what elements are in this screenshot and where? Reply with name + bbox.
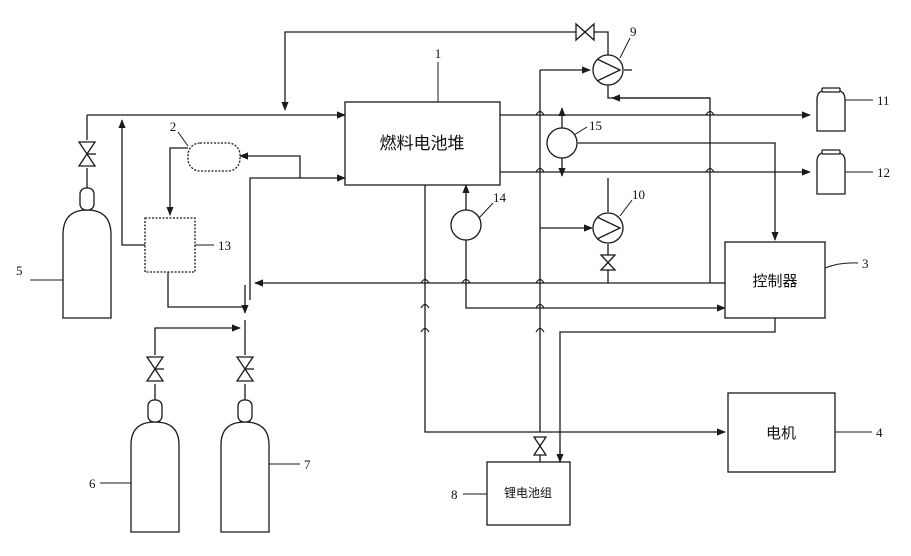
number-2: 2 <box>170 119 177 134</box>
number-3: 3 <box>862 256 869 271</box>
pump-9 <box>593 55 623 85</box>
motor: 电机 <box>728 393 835 472</box>
valve-battery <box>534 437 546 462</box>
controller: 控制器 <box>725 242 825 318</box>
number-5: 5 <box>16 263 23 278</box>
leader-9 <box>620 38 630 58</box>
pump-10 <box>593 213 623 243</box>
sensor-14 <box>451 210 481 240</box>
number-6: 6 <box>89 476 96 491</box>
motor-label: 电机 <box>766 424 796 442</box>
controller-label: 控制器 <box>752 272 797 290</box>
valve-cylinder-7 <box>237 357 254 381</box>
number-15: 15 <box>589 118 602 133</box>
valve-top <box>576 24 594 40</box>
number-12: 12 <box>877 165 890 180</box>
leader-15 <box>574 127 587 135</box>
number-10: 10 <box>632 187 645 202</box>
buffer-tank <box>188 143 240 171</box>
number-14: 14 <box>493 190 507 205</box>
valve-cylinder-5 <box>79 142 96 166</box>
tank-12 <box>817 150 845 194</box>
number-9: 9 <box>630 24 637 39</box>
leader-3 <box>825 263 858 268</box>
tank-11 <box>817 88 845 131</box>
number-4: 4 <box>876 425 883 440</box>
fuel-cell-stack: 燃料电池堆 <box>345 102 500 185</box>
valve-pump-10 <box>601 255 615 270</box>
leader-2 <box>178 132 188 146</box>
battery-pack-label: 锂电池组 <box>504 485 552 500</box>
valve-cylinder-6 <box>147 357 164 381</box>
number-11: 11 <box>877 93 890 108</box>
number-1: 1 <box>435 46 442 61</box>
cylinder-5 <box>63 188 111 318</box>
cylinder-6 <box>131 400 179 532</box>
number-8: 8 <box>451 487 458 502</box>
mixer-unit <box>145 218 195 272</box>
fuel-cell-stack-label: 燃料电池堆 <box>380 134 465 154</box>
leader-10 <box>620 200 632 216</box>
number-13: 13 <box>218 238 231 253</box>
leader-14 <box>479 203 493 218</box>
cylinder-7 <box>221 400 269 532</box>
lithium-battery-pack: 锂电池组 <box>487 462 570 525</box>
sensor-15 <box>547 128 577 158</box>
number-7: 7 <box>304 457 311 472</box>
